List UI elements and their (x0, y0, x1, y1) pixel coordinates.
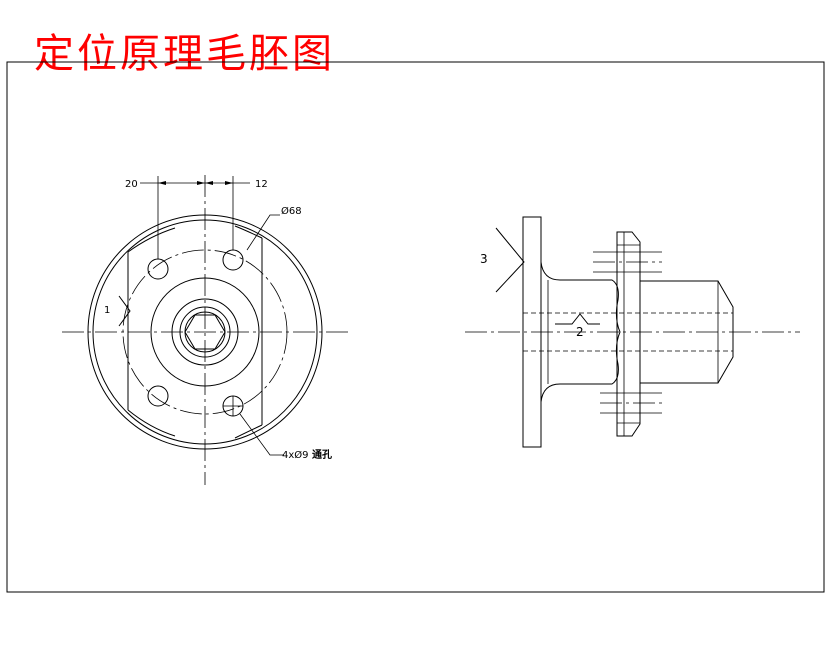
bolt-hole-bottom-left (147, 385, 169, 407)
dimension-12-label: 12 (255, 179, 268, 190)
diameter-label: Ø68 (281, 205, 302, 217)
bolt-hole-top-left (147, 258, 169, 280)
bore-circle (184, 311, 226, 353)
shaft-body (540, 261, 621, 403)
boss (640, 280, 734, 384)
hub-inner-circle (179, 306, 231, 358)
hub-outer-circle (150, 277, 260, 387)
locator-2-symbol (555, 313, 600, 325)
front-view: 20 12 Ø68 4xØ9 通孔 1 (62, 175, 348, 485)
bolt-circle (122, 249, 288, 415)
outer-flange-inner-circle (92, 219, 318, 445)
left-flange (522, 216, 542, 448)
right-flange (616, 231, 641, 437)
outer-flange-circle (87, 214, 323, 450)
bolt-hole-top-right (222, 249, 244, 271)
hole-note-label: 4xØ9 (282, 449, 309, 461)
hub-mid-circle (171, 298, 239, 366)
side-view: 3 2 (465, 216, 800, 448)
locator-1-label: 1 (104, 305, 110, 316)
drawing-title: 定位原理毛胚图 (34, 31, 335, 77)
locator-3-label: 3 (480, 252, 488, 266)
drawing-frame (6, 61, 825, 593)
flat-plate-outline (127, 225, 263, 439)
hole-note-leader (239, 413, 284, 456)
diameter-leader (246, 214, 280, 251)
dimension-20-label: 20 (125, 179, 138, 190)
locator-3-symbol (495, 227, 525, 293)
hole-note-suffix: 通孔 (312, 448, 332, 461)
locator-2-label: 2 (576, 325, 584, 339)
locator-1-symbol (118, 295, 131, 327)
